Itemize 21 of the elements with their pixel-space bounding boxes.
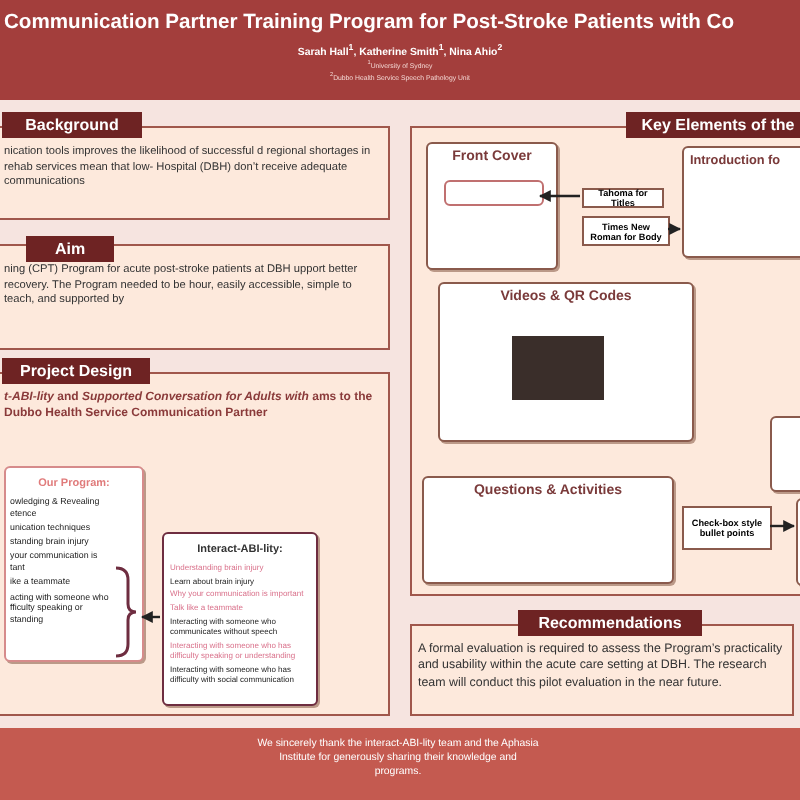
content-card	[444, 180, 544, 206]
content-card	[426, 142, 558, 270]
content-card	[438, 282, 694, 442]
content-card	[770, 416, 800, 492]
section-heading: Key Elements of the	[626, 112, 800, 138]
note-box	[582, 188, 664, 208]
arrow	[140, 611, 160, 623]
section-heading: Project Design	[2, 358, 150, 384]
arrow	[538, 190, 580, 202]
arrow	[668, 223, 682, 235]
note-box	[682, 506, 772, 550]
content-card	[162, 532, 318, 706]
note-box	[582, 216, 670, 246]
section-heading: Background	[2, 112, 142, 138]
content-card	[4, 466, 144, 662]
arrow	[770, 520, 796, 532]
content-card	[422, 476, 674, 584]
poster-title: Communication Partner Training Program for Post-Stroke Patients with Co	[4, 12, 735, 34]
section-heading: Aim	[26, 236, 114, 262]
content-card	[682, 146, 800, 258]
section-heading: Recommendations	[518, 610, 702, 636]
